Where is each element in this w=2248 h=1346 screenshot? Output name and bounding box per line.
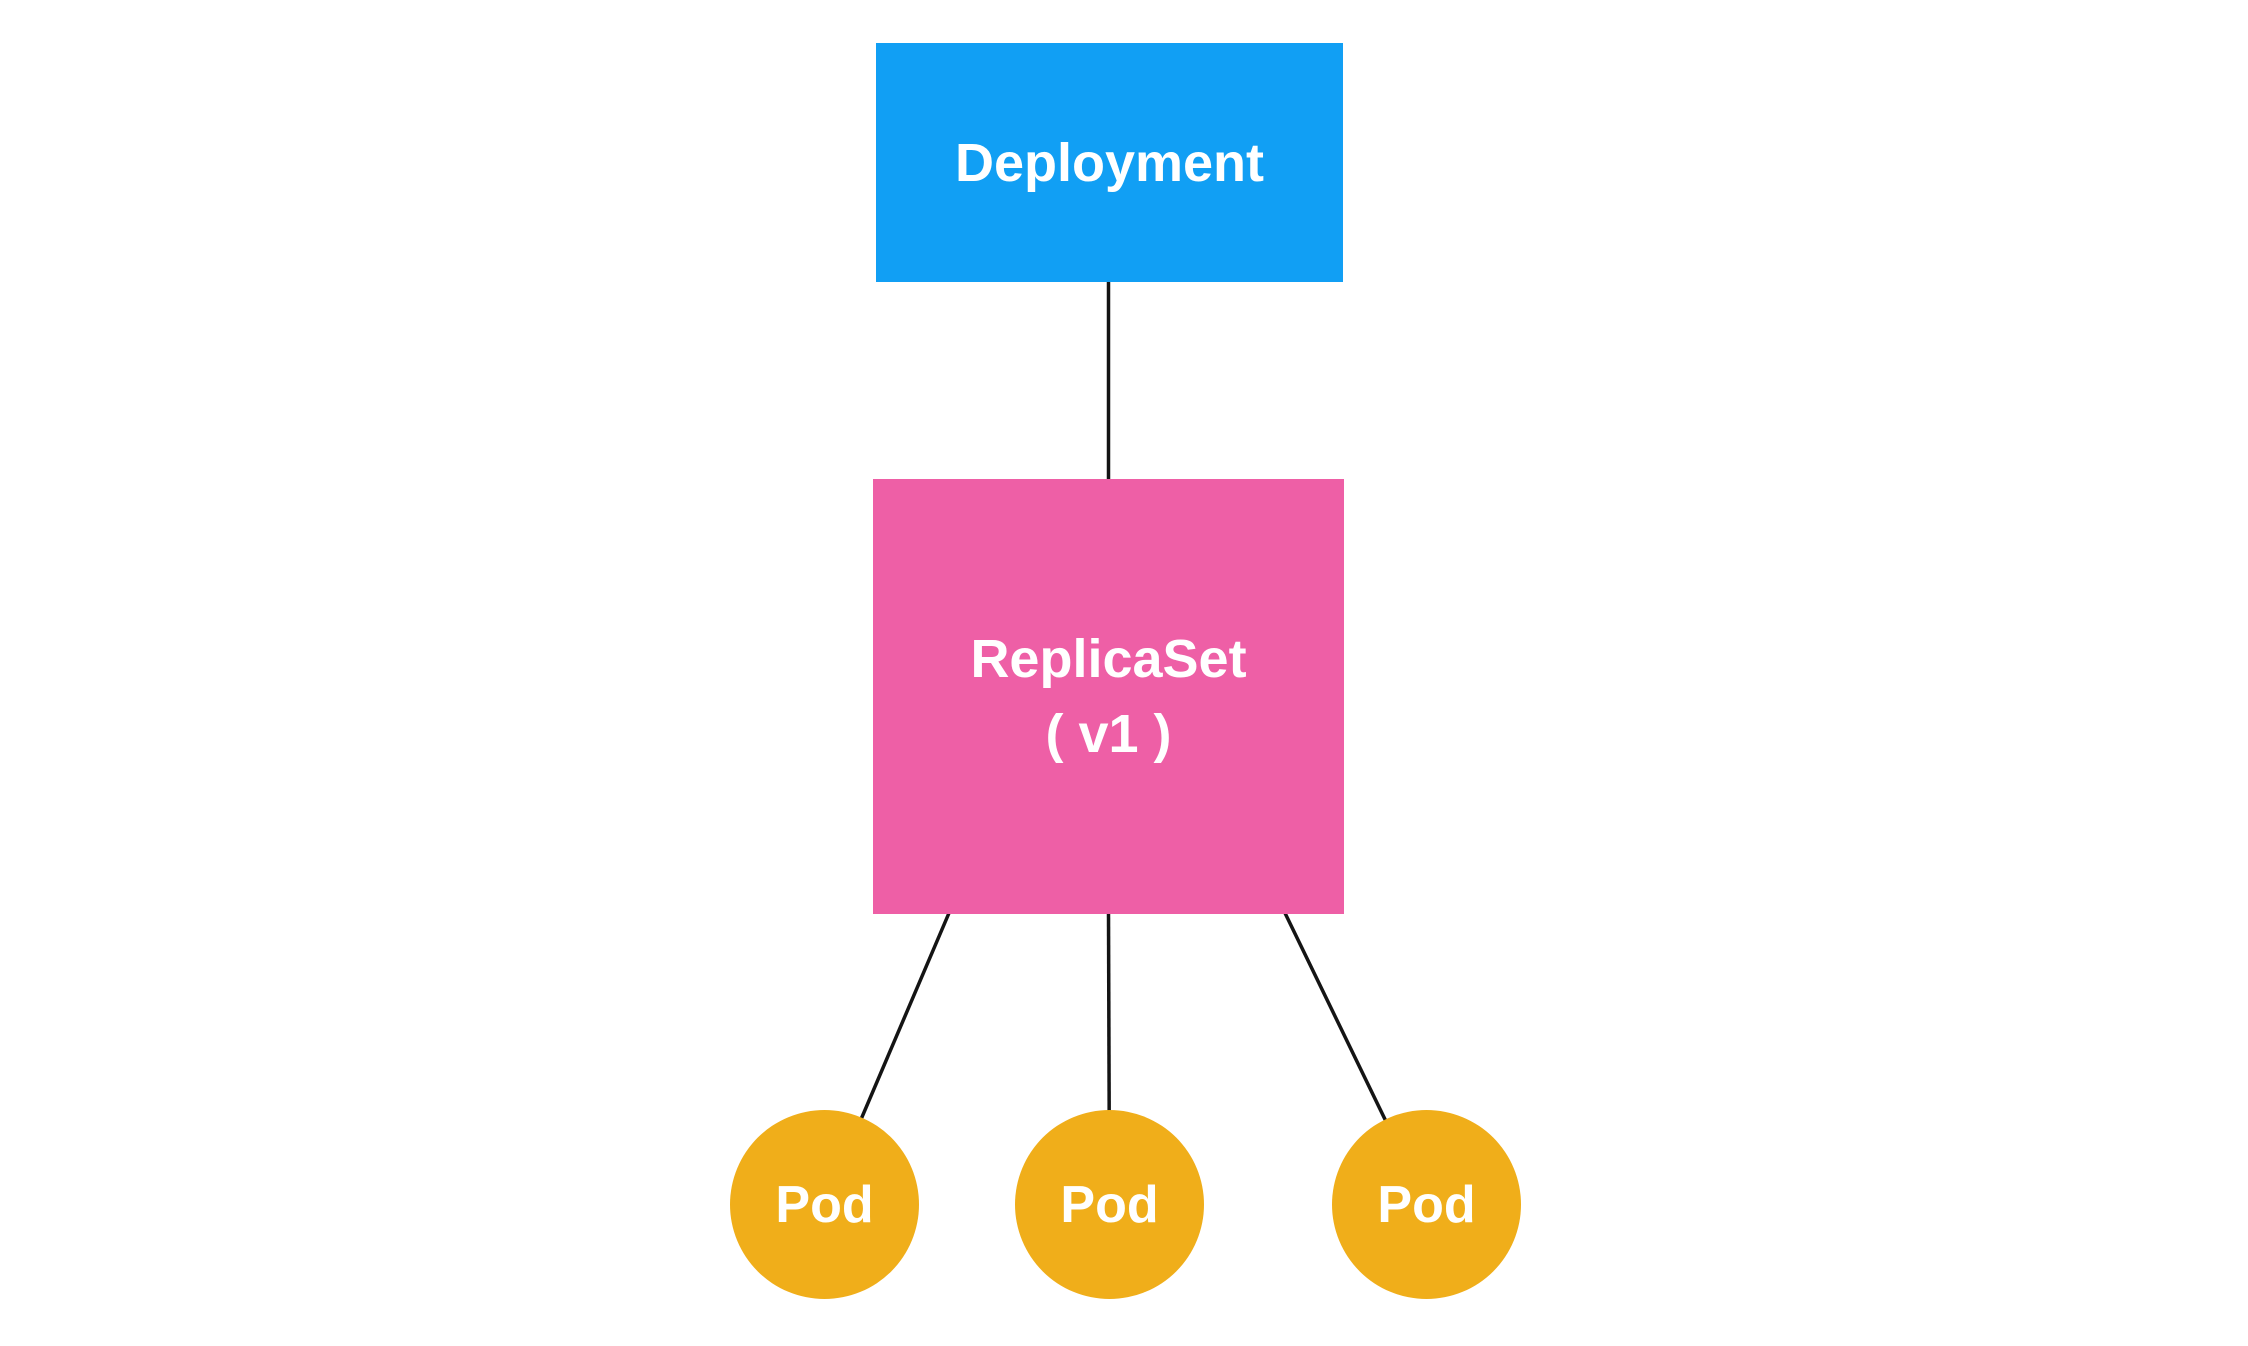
replicaset-label-line2: ( v1 ) (1045, 703, 1172, 764)
node-pod-1: Pod (730, 1110, 919, 1299)
node-deployment: Deployment (876, 43, 1343, 282)
pod-3-label: Pod (1377, 1175, 1476, 1234)
deployment-label: Deployment (954, 132, 1265, 193)
node-pod-2: Pod (1015, 1110, 1204, 1299)
pod-1-label: Pod (775, 1175, 874, 1234)
pod-2-label: Pod (1060, 1175, 1159, 1234)
node-pod-3: Pod (1332, 1110, 1521, 1299)
replicaset-label-line1: ReplicaSet (970, 628, 1247, 689)
node-replicaset: ReplicaSet ( v1 ) (873, 479, 1344, 914)
